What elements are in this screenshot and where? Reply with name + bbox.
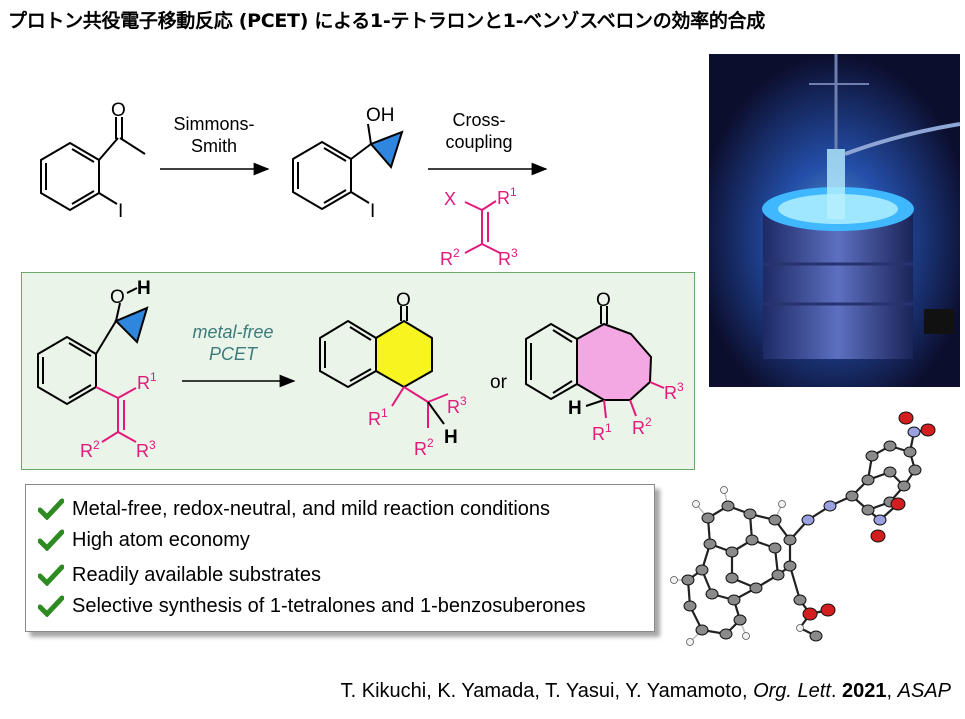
r3-label: R — [498, 249, 511, 269]
svg-text:R2: R2 — [440, 246, 460, 269]
highlights-box: Metal-free, redox-neutral, and mild reac… — [25, 484, 655, 632]
r2-label: R — [440, 249, 453, 269]
svg-text:R3: R3 — [664, 380, 684, 403]
oxygen-label: O — [110, 287, 125, 308]
highlight-item: Selective synthesis of 1-tetralones and … — [38, 591, 586, 621]
r1-label: R — [497, 188, 510, 208]
tetralone-oxygen: O — [396, 290, 411, 311]
carbonyl-oxygen-label: O — [111, 100, 126, 121]
highlight-text: Selective synthesis of 1-tetralones and … — [72, 594, 586, 617]
check-icon — [38, 498, 64, 520]
highlight-item: Metal-free, redox-neutral, and mild reac… — [38, 494, 550, 524]
svg-text:R2: R2 — [414, 436, 434, 459]
or-label: or — [490, 372, 508, 393]
crystal-structure-image — [670, 411, 936, 646]
suberone-h-label: H — [568, 398, 582, 419]
tetralone-structure — [319, 306, 433, 389]
svg-text:R2: R2 — [632, 415, 652, 438]
simmons-smith-label-2: Smith — [191, 136, 237, 156]
benzosuberone-structure — [525, 306, 653, 407]
svg-text:R3: R3 — [136, 438, 156, 461]
highlight-text: Metal-free, redox-neutral, and mild reac… — [72, 497, 551, 520]
highlight-item: Readily available substrates — [38, 560, 321, 590]
suberone-oxygen: O — [596, 290, 611, 311]
pcet-condition-line2: PCET — [209, 344, 259, 364]
tetralone-h-label: H — [444, 427, 458, 448]
iodo-label: I — [118, 201, 123, 222]
r3-sup: 3 — [511, 246, 518, 260]
tetralone-ring-highlight — [376, 321, 432, 387]
cross-coupling-label-2: coupling — [445, 132, 512, 152]
citation-journal: Org. Lett — [753, 680, 831, 702]
iodoacetophenone-structure — [40, 117, 146, 212]
photoreactor-photo — [709, 54, 960, 387]
vinyl-halide-structure — [464, 200, 501, 254]
hydroxyl-label: OH — [366, 105, 395, 126]
r1-sup: 1 — [510, 185, 517, 199]
page-title: プロトン共役電子移動反応 (PCET) による1-テトラロンと1-ベンゾスベロン… — [8, 10, 765, 32]
cyclopropanol-structure — [292, 123, 372, 211]
cyclopropane-ring — [369, 130, 404, 170]
check-icon — [38, 595, 64, 617]
r2-sup: 2 — [453, 246, 460, 260]
tetralone-substituents — [391, 386, 449, 428]
iodo-label-2: I — [370, 201, 375, 222]
svg-text:R2: R2 — [80, 438, 100, 461]
hydroxyl-h-label: H — [137, 278, 151, 299]
cyclopropane-ring-2 — [114, 306, 149, 344]
simmons-smith-label-1: Simmons- — [173, 114, 254, 134]
citation-status: ASAP — [897, 680, 951, 702]
svg-text:R1: R1 — [368, 406, 388, 429]
citation: T. Kikuchi, K. Yamada, T. Yasui, Y. Yama… — [340, 680, 951, 702]
check-icon — [38, 564, 64, 586]
svg-text:R1: R1 — [137, 370, 157, 393]
svg-text:R1: R1 — [497, 185, 517, 208]
check-icon — [38, 529, 64, 551]
suberone-ring-highlight — [577, 324, 651, 400]
citation-year: 2021 — [842, 680, 887, 702]
svg-text:R1: R1 — [592, 421, 612, 444]
cross-coupling-label-1: Cross- — [453, 110, 506, 130]
pcet-substrate-structure — [37, 302, 121, 406]
citation-authors: T. Kikuchi, K. Yamada, T. Yasui, Y. Yama… — [340, 680, 754, 702]
svg-text:R3: R3 — [498, 246, 518, 269]
highlight-text: High atom economy — [72, 528, 250, 551]
highlight-text: Readily available substrates — [72, 563, 322, 586]
highlight-item: High atom economy — [38, 525, 250, 555]
pcet-condition-line1: metal-free — [192, 322, 273, 342]
svg-text:R3: R3 — [447, 394, 467, 417]
suberone-substituents — [603, 381, 665, 419]
halide-label: X — [444, 189, 456, 209]
alkene-side-chain — [95, 386, 137, 443]
